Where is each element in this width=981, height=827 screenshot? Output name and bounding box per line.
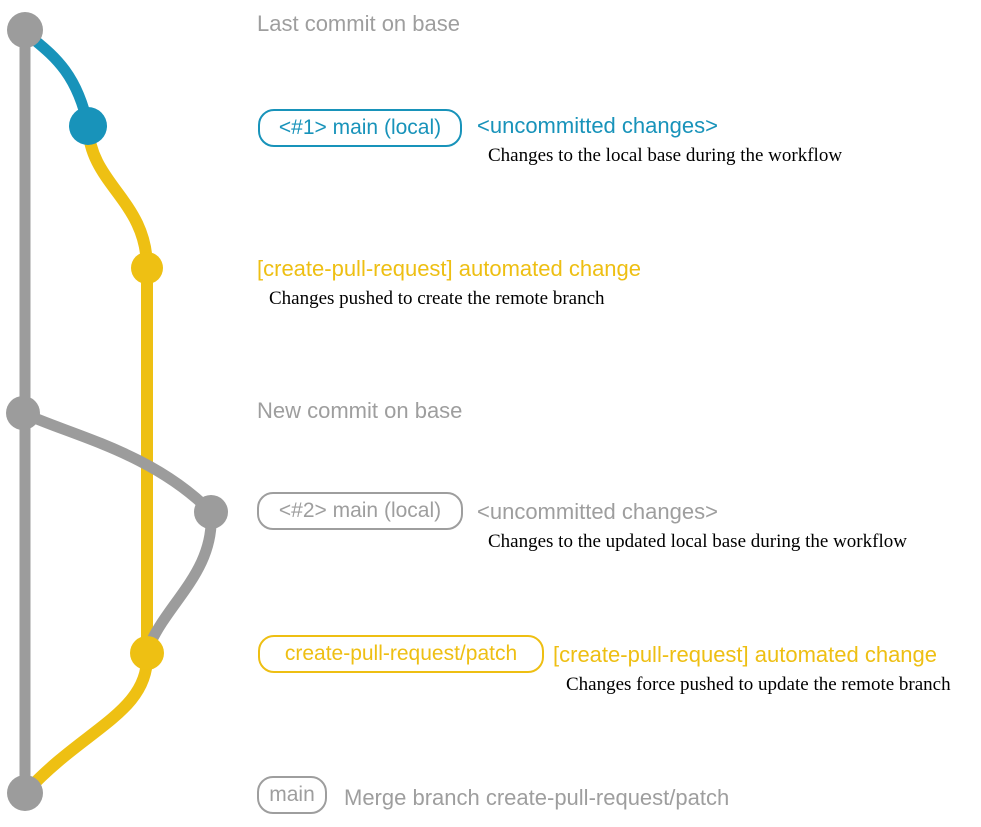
branch-tag-main-local-2: <#2> main (local) — [257, 492, 463, 530]
uncommitted-changes-label-2: <uncommitted changes> — [477, 499, 718, 524]
commit-node-automated-change-2 — [130, 636, 164, 670]
uncommitted-changes-note-1: Changes to the local base during the wor… — [488, 145, 843, 166]
commit-node-new-base — [6, 396, 40, 430]
merge-branch-label: Merge branch create-pull-request/patch — [344, 785, 730, 810]
commit-node-merge — [7, 775, 43, 811]
new-commit-on-base-label: New commit on base — [257, 398, 463, 423]
branch-tag-main-local-1: <#1> main (local) — [258, 109, 462, 147]
automated-change-label-1: [create-pull-request] automated change — [257, 256, 642, 281]
updated-local-main-branch-line — [17, 407, 217, 650]
automated-change-note-1: Changes pushed to create the remote bran… — [269, 288, 605, 309]
commit-node-local-main-1 — [69, 107, 107, 145]
automated-change-note-2: Changes force pushed to update the remot… — [566, 674, 951, 695]
uncommitted-changes-label-1: <uncommitted changes> — [477, 113, 718, 138]
commit-node-local-main-2 — [194, 495, 228, 529]
uncommitted-changes-note-2: Changes to the updated local base during… — [488, 531, 907, 552]
branch-tag-main: main — [257, 776, 327, 814]
commit-node-automated-change-1 — [131, 252, 163, 284]
automated-change-label-2: [create-pull-request] automated change — [553, 642, 938, 667]
last-commit-on-base-label: Last commit on base — [257, 11, 460, 36]
commit-node-last-base — [7, 12, 43, 48]
branch-tag-create-pull-request-patch: create-pull-request/patch — [258, 635, 544, 673]
